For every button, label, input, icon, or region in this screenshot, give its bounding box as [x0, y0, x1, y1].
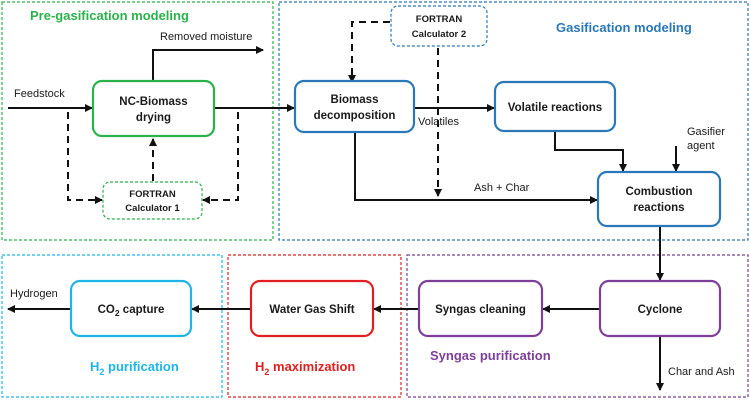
combustion-reactions-node: Combustion reactions — [596, 170, 722, 228]
syngas-purification-title: Syngas purification — [430, 348, 551, 363]
pre-gasification-title: Pre-gasification modeling — [30, 8, 189, 23]
fortran-calculator-2-node: FORTRAN Calculator 2 — [390, 5, 488, 47]
svg-text:Syngas cleaning: Syngas cleaning — [435, 304, 526, 316]
volatile-reactions-node: Volatile reactions — [493, 80, 617, 133]
volatile-to-combustion-arrow — [554, 131, 627, 172]
svg-text:Calculator 1: Calculator 1 — [125, 203, 180, 214]
pre-gasification-section — [1, 1, 274, 241]
ash-char-label: Ash + Char — [474, 182, 530, 194]
cyclone-node: Cyclone — [598, 279, 722, 338]
water-gas-shift-node: Water Gas Shift — [249, 279, 375, 338]
char-and-ash-label: Char and Ash — [668, 366, 735, 378]
svg-text:Biomass: Biomass — [331, 94, 379, 106]
gasification-title: Gasification modeling — [556, 20, 692, 35]
svg-text:CO2 capture: CO2 capture — [98, 304, 165, 318]
syngas-purification-section — [406, 254, 749, 398]
nc-biomass-drying-node: NC-Biomass drying — [91, 79, 216, 138]
svg-text:Calculator 2: Calculator 2 — [412, 29, 466, 40]
feedstock-label: Feedstock — [14, 88, 65, 100]
h2-maximization-section — [227, 254, 402, 398]
ash-char-arrow — [354, 131, 598, 204]
svg-text:Combustion: Combustion — [625, 186, 692, 198]
gasification-section — [278, 1, 749, 241]
syngas-cleaning-node: Syngas cleaning — [417, 279, 544, 338]
removed-moisture-arrow — [152, 46, 264, 80]
h2-purification-title: H2 purification — [90, 359, 179, 377]
gasifier-agent-label-line1: Gasifier — [687, 126, 725, 138]
svg-text:reactions: reactions — [633, 202, 684, 214]
fortran1-input-dashed — [67, 112, 103, 204]
fortran2-to-decomposition-dashed — [348, 21, 390, 83]
volatiles-label: Volatiles — [418, 116, 459, 128]
fortran-calculator-1-node: FORTRAN Calculator 1 — [102, 181, 203, 220]
svg-text:NC-Biomass: NC-Biomass — [119, 96, 187, 108]
hydrogen-label: Hydrogen — [10, 288, 58, 300]
svg-text:Cyclone: Cyclone — [638, 304, 683, 316]
svg-text:FORTRAN: FORTRAN — [129, 189, 176, 200]
h2-purification-section — [1, 254, 223, 398]
biomass-decomposition-node: Biomass decomposition — [293, 79, 416, 134]
h2-maximization-title: H2 maximization — [255, 359, 355, 377]
co2-capture-node: CO2 capture — [69, 279, 193, 338]
gasifier-agent-label-line2: agent — [687, 140, 715, 152]
fortran1-feedback-dashed — [202, 112, 239, 204]
svg-text:Water Gas Shift: Water Gas Shift — [269, 304, 354, 316]
svg-text:FORTRAN: FORTRAN — [416, 14, 463, 25]
svg-text:drying: drying — [136, 112, 171, 124]
svg-text:Volatile reactions: Volatile reactions — [508, 102, 602, 114]
svg-text:decomposition: decomposition — [314, 110, 396, 122]
removed-moisture-label: Removed moisture — [160, 31, 252, 43]
